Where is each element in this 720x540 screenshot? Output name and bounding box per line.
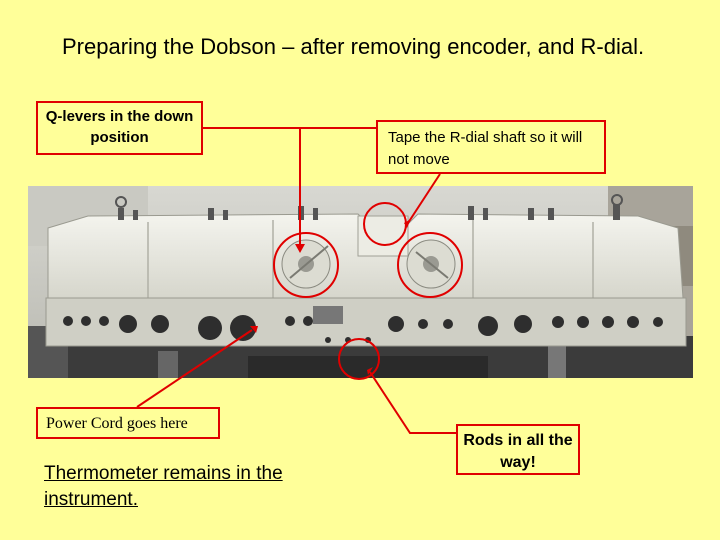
instrument-photo bbox=[28, 186, 693, 378]
power-cord-callout: Power Cord goes here bbox=[36, 407, 220, 439]
thermometer-note: Thermometer remains in the instrument. bbox=[44, 463, 283, 510]
rods-callout: Rods in all the way! bbox=[456, 424, 580, 475]
q-levers-callout: Q-levers in the down position bbox=[36, 101, 203, 155]
tape-callout: Tape the R-dial shaft so it will not mov… bbox=[376, 120, 606, 174]
slide-title: Preparing the Dobson – after removing en… bbox=[62, 34, 645, 59]
rods-leader bbox=[369, 371, 456, 434]
